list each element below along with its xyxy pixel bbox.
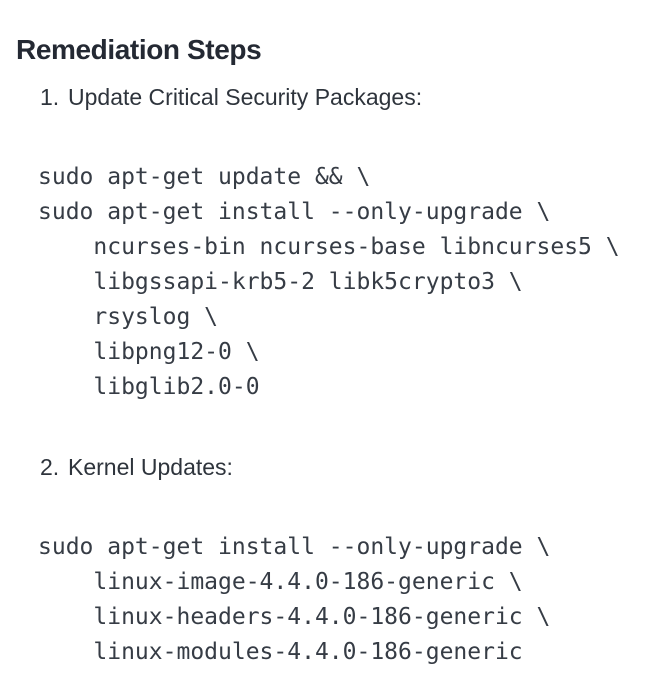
code-line: sudo apt-get install --only-upgrade \ bbox=[38, 199, 551, 225]
code-line: sudo apt-get install --only-upgrade \ bbox=[38, 534, 551, 560]
code-line: sudo apt-get update && \ bbox=[38, 164, 371, 190]
code-line: libglib2.0-0 bbox=[38, 374, 260, 400]
list-item-label: Update Critical Security Packages: bbox=[68, 84, 423, 110]
list-item-number: 1. bbox=[40, 84, 60, 110]
code-block-kernel-updates: sudo apt-get install --only-upgrade \ li… bbox=[38, 530, 550, 670]
code-line: libpng12-0 \ bbox=[38, 339, 260, 365]
list-item-label: Kernel Updates: bbox=[68, 454, 233, 480]
page-title: Remediation Steps bbox=[16, 33, 262, 65]
code-line: linux-headers-4.4.0-186-generic \ bbox=[38, 604, 551, 630]
code-block-security-packages: sudo apt-get update && \ sudo apt-get in… bbox=[38, 160, 620, 405]
list-item-update-packages: 1. Update Critical Security Packages: bbox=[40, 85, 422, 110]
code-line: libgssapi-krb5-2 libk5crypto3 \ bbox=[38, 269, 523, 295]
code-line: linux-image-4.4.0-186-generic \ bbox=[38, 569, 523, 595]
code-line: ncurses-bin ncurses-base libncurses5 \ bbox=[38, 234, 620, 260]
list-item-kernel-updates: 2. Kernel Updates: bbox=[40, 455, 233, 480]
code-line: linux-modules-4.4.0-186-generic bbox=[38, 639, 523, 665]
list-item-number: 2. bbox=[40, 454, 60, 480]
code-line: rsyslog \ bbox=[38, 304, 219, 330]
